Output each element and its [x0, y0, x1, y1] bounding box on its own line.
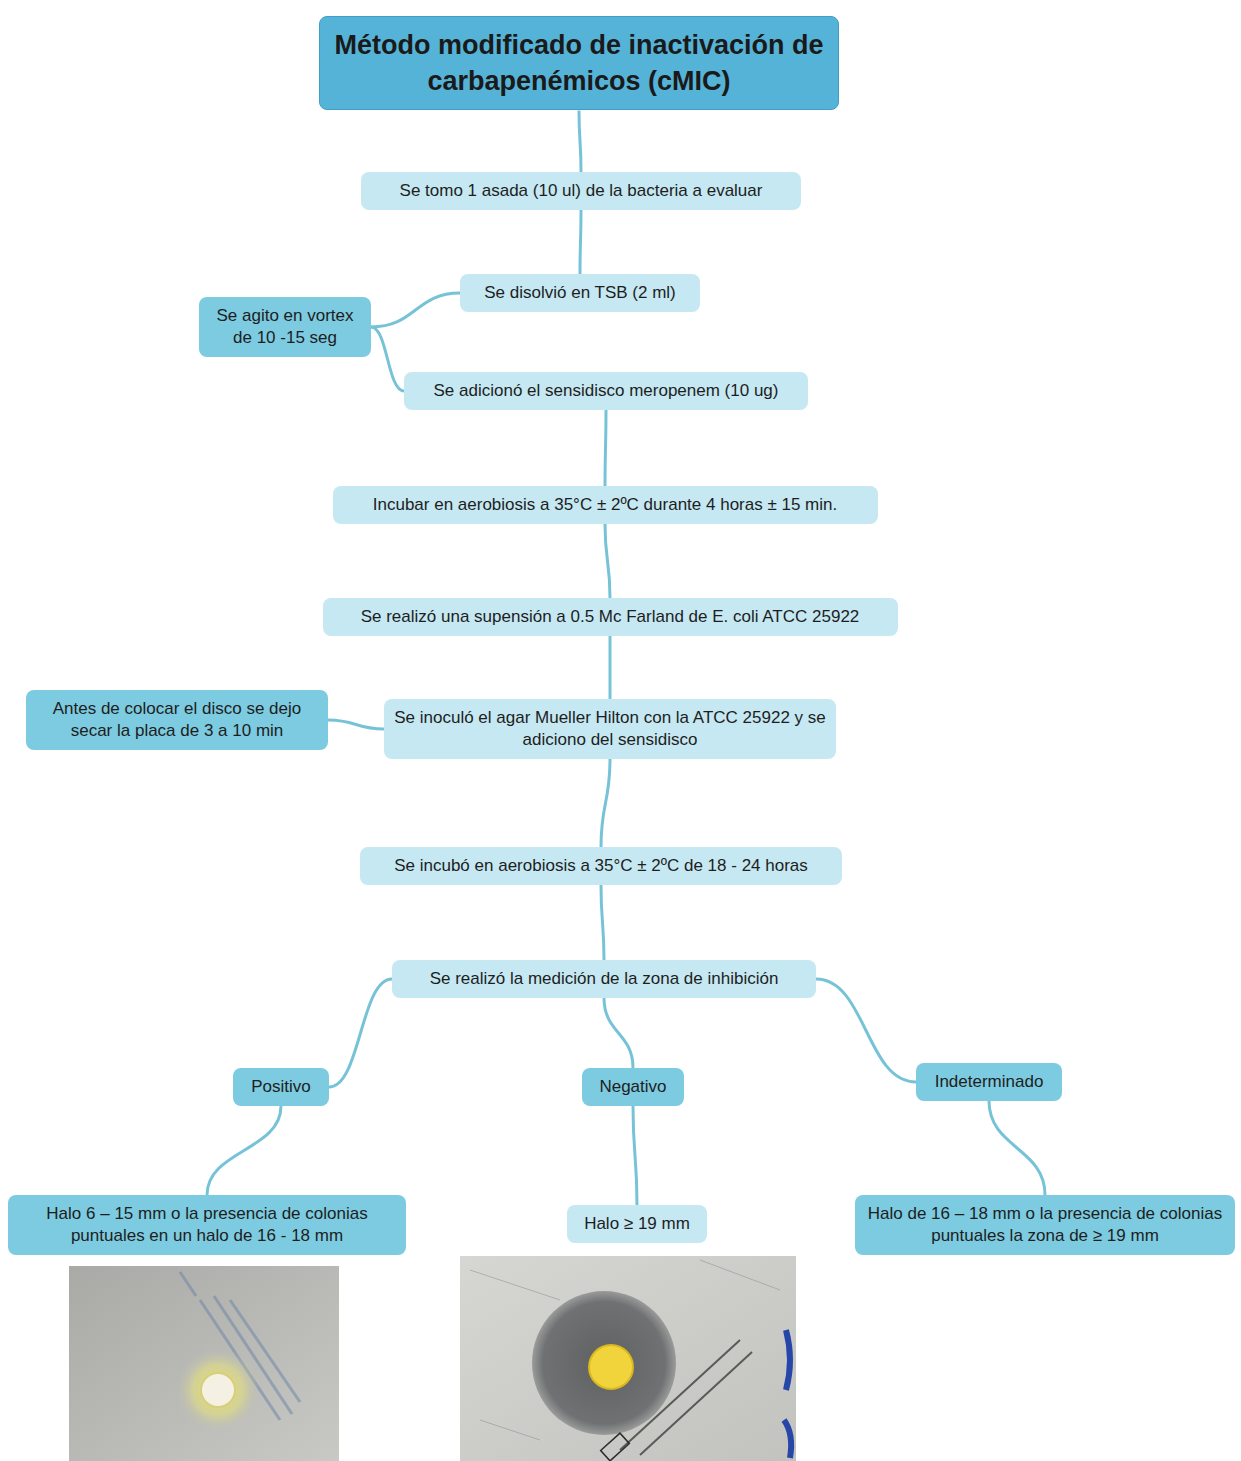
node-text: Halo ≥ 19 mm [577, 1213, 697, 1235]
result-box: Positivo [233, 1068, 329, 1106]
node-text: Indeterminado [926, 1071, 1052, 1093]
connector [207, 1106, 281, 1195]
criteria-box: Halo 6 – 15 mm o la presencia de colonia… [8, 1195, 406, 1255]
connector [601, 759, 610, 847]
node-text: Se inoculó el agar Mueller Hilton con la… [394, 707, 826, 751]
connector [371, 327, 404, 391]
connector [605, 410, 606, 486]
title-box: Método modificado de inactivación de car… [319, 16, 839, 111]
connector [605, 524, 610, 598]
criteria-box: Halo ≥ 19 mm [567, 1205, 707, 1243]
process-box: Se adicionó el sensidisco meropenem (10 … [404, 372, 808, 410]
result-box: Negativo [582, 1068, 684, 1106]
node-text: Método modificado de inactivación de car… [332, 27, 826, 100]
negative-plate-photo [460, 1256, 796, 1461]
node-text: Se tomo 1 asada (10 ul) de la bacteria a… [371, 180, 791, 202]
side-note-box: Antes de colocar el disco se dejo secar … [26, 690, 328, 750]
side-note-box: Se agito en vortex de 10 -15 seg [199, 297, 371, 357]
connector [989, 1101, 1045, 1195]
process-box: Se realizó la medición de la zona de inh… [392, 960, 816, 998]
node-text: Halo 6 – 15 mm o la presencia de colonia… [18, 1203, 396, 1247]
result-box: Indeterminado [916, 1063, 1062, 1101]
process-box: Se disolvió en TSB (2 ml) [460, 274, 700, 312]
connector [580, 210, 581, 274]
process-box: Se tomo 1 asada (10 ul) de la bacteria a… [361, 172, 801, 210]
node-text: Negativo [592, 1076, 674, 1098]
connector [579, 110, 581, 172]
connector [328, 720, 384, 729]
criteria-box: Halo de 16 – 18 mm o la presencia de col… [855, 1195, 1235, 1255]
node-text: Positivo [243, 1076, 319, 1098]
process-box: Se realizó una supensión a 0.5 Mc Farlan… [323, 598, 898, 636]
node-text: Se realizó la medición de la zona de inh… [402, 968, 806, 990]
connector [816, 979, 916, 1082]
process-box: Incubar en aerobiosis a 35°C ± 2ºC duran… [333, 486, 878, 524]
node-text: Se agito en vortex de 10 -15 seg [209, 305, 361, 349]
node-text: Antes de colocar el disco se dejo secar … [36, 698, 318, 742]
positive-plate-photo [69, 1266, 339, 1461]
connector [633, 1106, 637, 1205]
node-text: Se adicionó el sensidisco meropenem (10 … [414, 380, 798, 402]
connector [329, 979, 392, 1087]
node-text: Incubar en aerobiosis a 35°C ± 2ºC duran… [343, 494, 868, 516]
node-text: Se disolvió en TSB (2 ml) [470, 282, 690, 304]
node-text: Se incubó en aerobiosis a 35°C ± 2ºC de … [370, 855, 832, 877]
process-box: Se inoculó el agar Mueller Hilton con la… [384, 699, 836, 759]
process-box: Se incubó en aerobiosis a 35°C ± 2ºC de … [360, 847, 842, 885]
connector [371, 293, 460, 327]
connector [601, 885, 604, 960]
node-text: Se realizó una supensión a 0.5 Mc Farlan… [333, 606, 888, 628]
node-text: Halo de 16 – 18 mm o la presencia de col… [865, 1203, 1225, 1247]
connector [609, 636, 612, 699]
connector [604, 998, 633, 1068]
